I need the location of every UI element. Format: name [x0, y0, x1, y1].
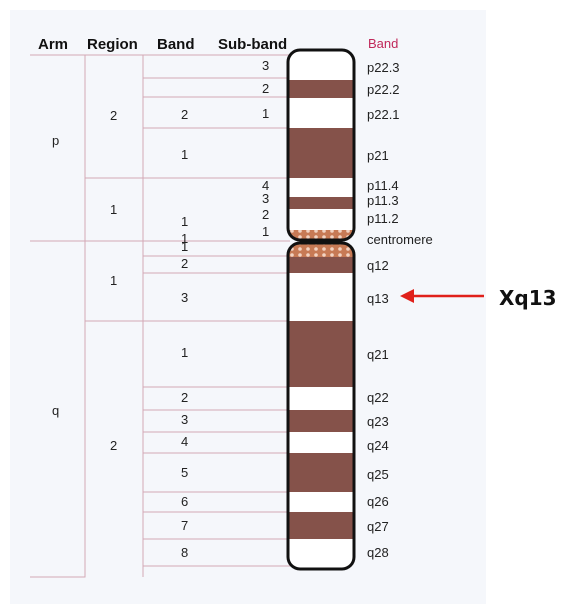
band-number: 5	[181, 465, 188, 480]
band-number: 1	[181, 345, 188, 360]
band-q25	[288, 453, 354, 492]
p-arm	[288, 50, 354, 240]
q-arm	[288, 243, 354, 569]
diagram-panel	[10, 10, 486, 604]
band-number: 8	[181, 545, 188, 560]
region-label: 1	[110, 202, 117, 217]
band-name: p11.2	[367, 211, 399, 226]
band-name: q24	[367, 438, 389, 453]
band-name: p11.3	[367, 193, 399, 208]
band-name: centromere	[367, 232, 433, 247]
band-number: 3	[181, 290, 188, 305]
subband-number: 1	[262, 224, 269, 239]
subband-number: 2	[262, 81, 269, 96]
band-number: 1	[181, 239, 188, 254]
table-grid	[30, 54, 290, 578]
header-band: Band	[157, 36, 195, 53]
band-number: 1	[181, 214, 188, 229]
arrow-head-icon	[400, 289, 414, 303]
band-number: 2	[181, 107, 188, 122]
band-name: q28	[367, 545, 389, 560]
header-band-name: Band	[368, 36, 398, 51]
band-q23	[288, 410, 354, 432]
xq13-annotation: Xq13	[400, 286, 557, 310]
band-q12	[288, 257, 354, 273]
header-region: Region	[87, 36, 138, 53]
band-p22-2	[288, 80, 354, 98]
band-name: q26	[367, 494, 389, 509]
band-name: q22	[367, 390, 389, 405]
centromere-upper	[288, 230, 354, 240]
band-name: q12	[367, 258, 389, 273]
band-number: 2	[181, 390, 188, 405]
centromere-lower	[288, 243, 354, 257]
subband-number: 1	[262, 106, 269, 121]
xq13-label: Xq13	[499, 286, 557, 310]
subband-number: 3	[262, 191, 269, 206]
band-name: p22.2	[367, 82, 400, 97]
band-name: p22.3	[367, 60, 400, 75]
region-label: 2	[110, 108, 117, 123]
subband-number: 1	[181, 231, 188, 246]
band-p11-3	[288, 197, 354, 209]
band-number: 3	[181, 412, 188, 427]
band-name: q25	[367, 467, 389, 482]
band-name: p21	[367, 148, 389, 163]
region-label: 2	[110, 438, 117, 453]
band-name: q23	[367, 414, 389, 429]
band-p21	[288, 128, 354, 178]
arm-label-p: p	[52, 133, 59, 148]
band-q27	[288, 512, 354, 539]
band-number: 2	[181, 256, 188, 271]
band-name: q13	[367, 291, 389, 306]
band-number: 1	[181, 147, 188, 162]
header-subband: Sub-band	[218, 36, 287, 53]
subband-number: 4	[262, 178, 269, 193]
arm-label-q: q	[52, 403, 59, 418]
band-name: p22.1	[367, 107, 400, 122]
band-q21	[288, 321, 354, 387]
band-number: 7	[181, 518, 188, 533]
band-name: p11.4	[367, 178, 399, 193]
band-number: 6	[181, 494, 188, 509]
subband-number: 2	[262, 207, 269, 222]
band-number: 4	[181, 434, 188, 449]
subband-number: 3	[262, 58, 269, 73]
band-name: q21	[367, 347, 389, 362]
band-name: q27	[367, 519, 389, 534]
region-label: 1	[110, 273, 117, 288]
header-arm: Arm	[38, 36, 68, 53]
